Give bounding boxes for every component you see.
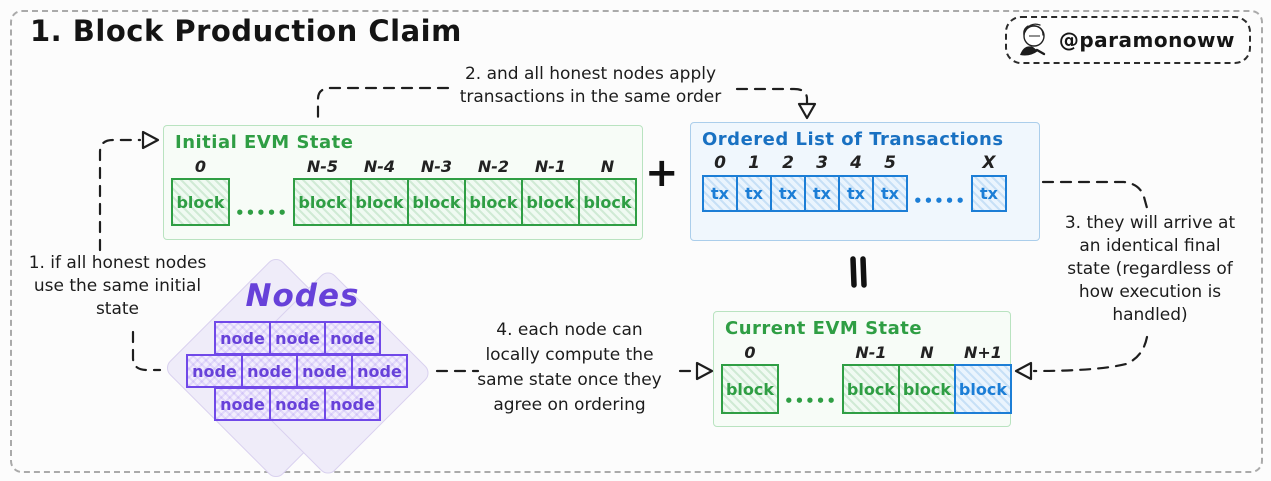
index-label: 0	[744, 342, 756, 362]
index-label: 5	[884, 153, 896, 173]
ellipsis-dots: •••••	[784, 392, 837, 410]
page-border	[10, 10, 1263, 473]
index-label: N-4	[363, 156, 396, 176]
node-box: node	[269, 321, 326, 355]
index-label: 1	[748, 153, 760, 173]
block-box: block	[463, 178, 523, 226]
block-box: block	[406, 178, 466, 226]
tx-box: tx	[970, 175, 1007, 212]
annotation-4-locally-compute: 4. each node can locally compute the sam…	[477, 320, 662, 415]
index-label: 0	[194, 156, 207, 176]
block-box: block	[953, 364, 1012, 414]
tx-box: tx	[736, 175, 772, 212]
initial-evm-state-title: Initial EVM State	[175, 132, 354, 153]
tx-box: tx	[872, 175, 908, 212]
ellipsis-dots: •••••	[913, 192, 966, 210]
avatar	[1013, 20, 1053, 60]
ellipsis-dots: •••••	[235, 204, 288, 222]
author-handle: @paramonoww	[1058, 28, 1235, 52]
tx-box: tx	[770, 175, 806, 212]
block-box: block	[577, 178, 637, 226]
node-box: node	[186, 354, 243, 388]
node-box: node	[241, 354, 298, 388]
author-badge: @paramonoww	[1004, 16, 1251, 64]
block-box: block	[520, 178, 580, 226]
index-label: N	[600, 156, 615, 176]
block-box: block	[171, 178, 230, 226]
node-box: node	[214, 321, 271, 355]
node-box: node	[296, 354, 353, 388]
current-evm-state-title: Current EVM State	[725, 318, 923, 339]
ordered-transactions-title: Ordered List of Transactions	[702, 129, 1004, 150]
index-label: N	[920, 342, 934, 362]
index-label: 0	[714, 153, 726, 173]
index-label: X	[982, 153, 996, 173]
tx-box: tx	[804, 175, 840, 212]
block-box: block	[841, 364, 900, 414]
node-box: node	[351, 354, 408, 388]
node-box: node	[214, 387, 271, 421]
avatar-sketch-icon	[1019, 23, 1046, 56]
index-label: N-2	[477, 156, 510, 176]
block-box: block	[349, 178, 409, 226]
annotation-3-identical-final-state: 3. they will arrive at an identical fina…	[1064, 213, 1236, 325]
node-box: node	[324, 387, 381, 421]
node-box: node	[269, 387, 326, 421]
node-box: node	[324, 321, 381, 355]
page-title: 1. Block Production Claim	[30, 14, 462, 48]
index-label: 3	[816, 153, 828, 173]
index-label: N-1	[855, 342, 887, 362]
index-label: N-3	[420, 156, 453, 176]
index-label: N+1	[963, 342, 1002, 362]
index-label: N-5	[306, 156, 339, 176]
tx-box: tx	[838, 175, 874, 212]
annotation-1-initial-state: 1. if all honest nodes use the same init…	[28, 253, 207, 319]
plus-operator: +	[645, 150, 679, 196]
annotation-2-same-order: 2. and all honest nodes apply transactio…	[459, 64, 722, 107]
tx-box: tx	[702, 175, 738, 212]
index-label: 4	[850, 153, 862, 173]
block-box: block	[721, 364, 779, 414]
block-box: block	[292, 178, 352, 226]
index-label: 2	[782, 153, 794, 173]
block-box: block	[897, 364, 956, 414]
nodes-title: Nodes	[245, 278, 360, 314]
index-label: N-1	[534, 156, 567, 176]
